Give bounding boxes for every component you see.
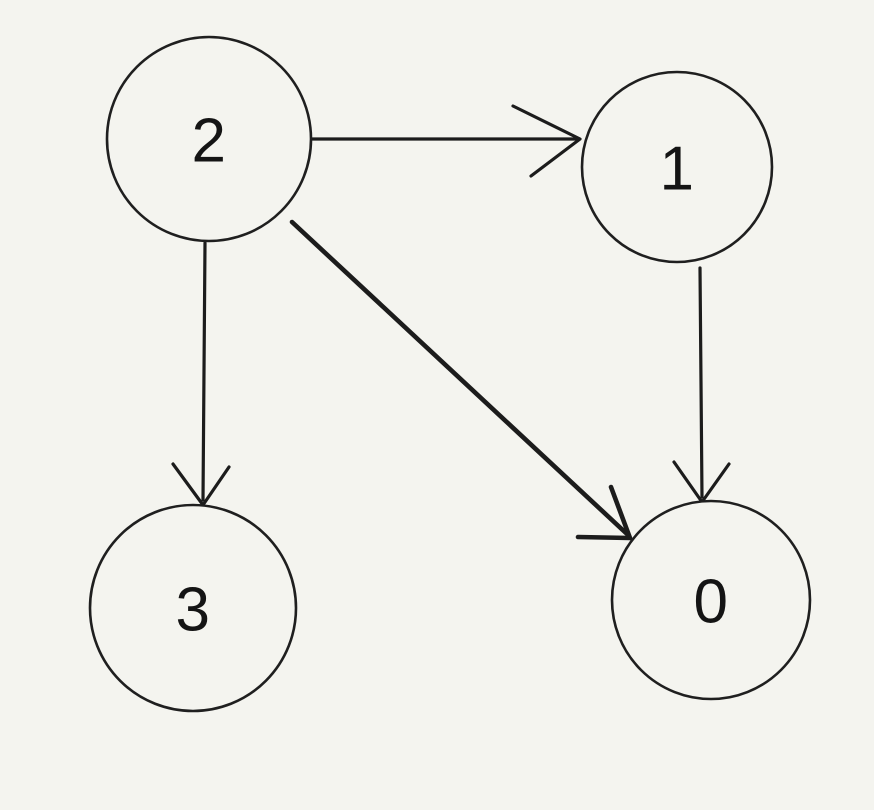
node-2-circle[interactable]: [105, 35, 313, 243]
node-1[interactable]: 1: [580, 70, 774, 264]
node-2[interactable]: 2: [105, 35, 313, 243]
node-3-label: 3: [176, 576, 211, 645]
edge-2-to-0-line: [289, 219, 630, 537]
node-0[interactable]: 0: [610, 499, 812, 701]
arrowhead-into-1: [511, 104, 582, 178]
node-2-label: 2: [192, 107, 227, 176]
node-3[interactable]: 3: [88, 503, 298, 713]
edge-2-to-3[interactable]: [171, 241, 231, 507]
edge-2-to-3-line: [201, 241, 207, 502]
node-1-label: 1: [660, 135, 695, 204]
node-0-label: 0: [694, 568, 729, 637]
edge-2-to-1[interactable]: [310, 104, 582, 178]
edge-1-to-0[interactable]: [672, 266, 731, 504]
edge-2-to-0[interactable]: [289, 219, 633, 541]
arrowhead-into-3: [171, 462, 231, 507]
edge-1-to-0-line: [698, 266, 704, 499]
arrowhead-into-0-from-2: [575, 484, 633, 541]
node-3-circle[interactable]: [88, 503, 298, 713]
node-1-circle[interactable]: [580, 70, 774, 264]
node-0-circle[interactable]: [610, 499, 812, 701]
